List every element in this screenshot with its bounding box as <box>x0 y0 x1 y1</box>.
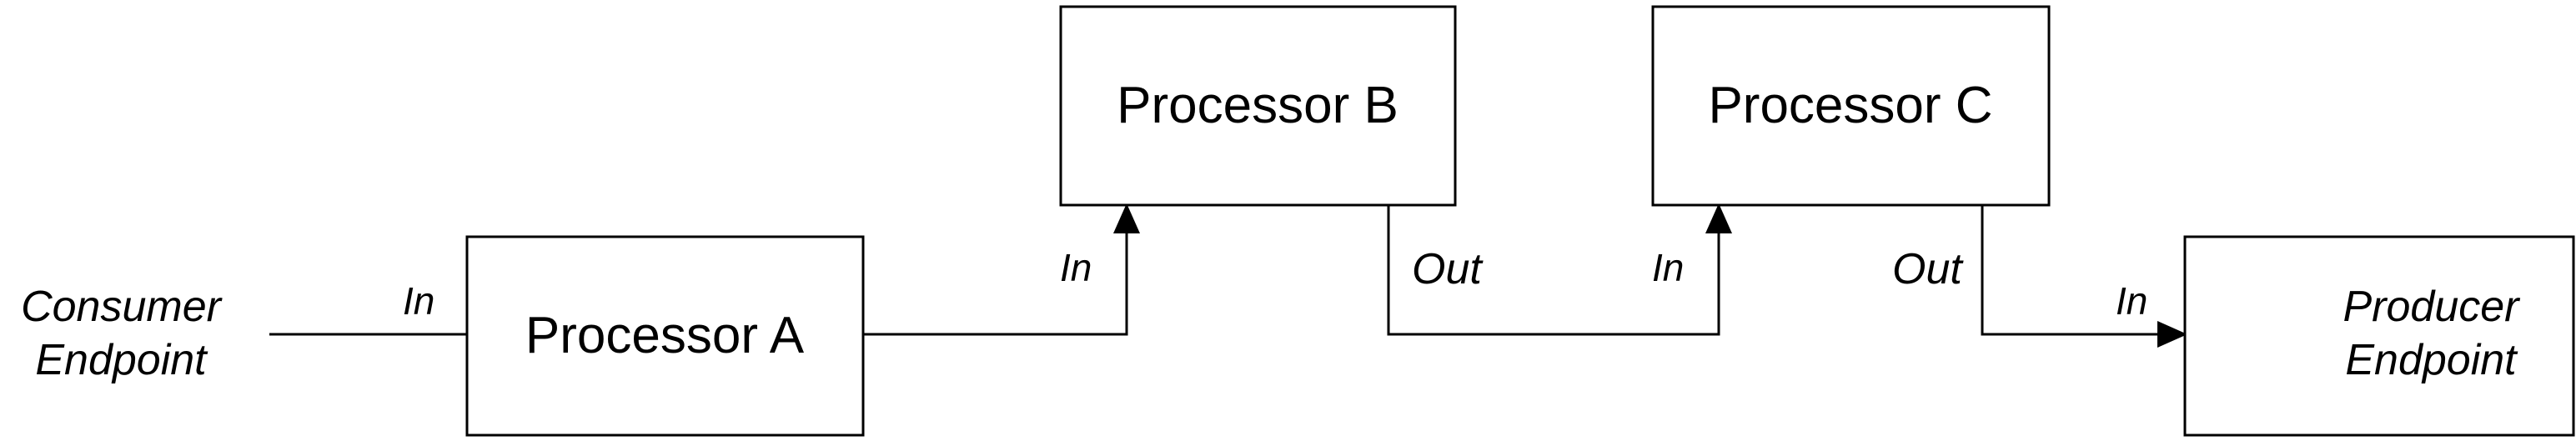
processor-b-box <box>1059 5 1457 207</box>
producer-endpoint-line2: Endpoint <box>2345 336 2518 384</box>
port-in-producer: In <box>2116 279 2147 323</box>
edge-c-to-producer <box>1981 205 2168 336</box>
port-out-c: Out <box>1892 245 1964 293</box>
processor-a-box <box>465 235 865 437</box>
edge-b-to-c <box>1387 205 1720 336</box>
arrow-into-b-icon <box>1113 203 1140 233</box>
port-in-a: In <box>403 279 434 323</box>
consumer-endpoint-line2: Endpoint <box>35 336 208 384</box>
producer-endpoint-line1: Producer <box>2343 283 2522 331</box>
arrow-into-producer-icon <box>2157 321 2187 348</box>
processor-a-label: Processor A <box>525 307 805 364</box>
edge-a-to-b <box>863 223 1128 336</box>
producer-endpoint-box <box>2183 235 2575 437</box>
processor-c-box <box>1651 5 2051 207</box>
consumer-endpoint-line1: Consumer <box>21 283 223 331</box>
connectors <box>269 203 2187 348</box>
processor-c-label: Processor C <box>1708 77 1992 134</box>
port-out-b: Out <box>1412 245 1484 293</box>
port-in-c: In <box>1652 246 1684 289</box>
processor-b-label: Processor B <box>1117 77 1398 134</box>
arrow-into-c-icon <box>1705 203 1732 233</box>
port-in-b: In <box>1060 246 1092 289</box>
